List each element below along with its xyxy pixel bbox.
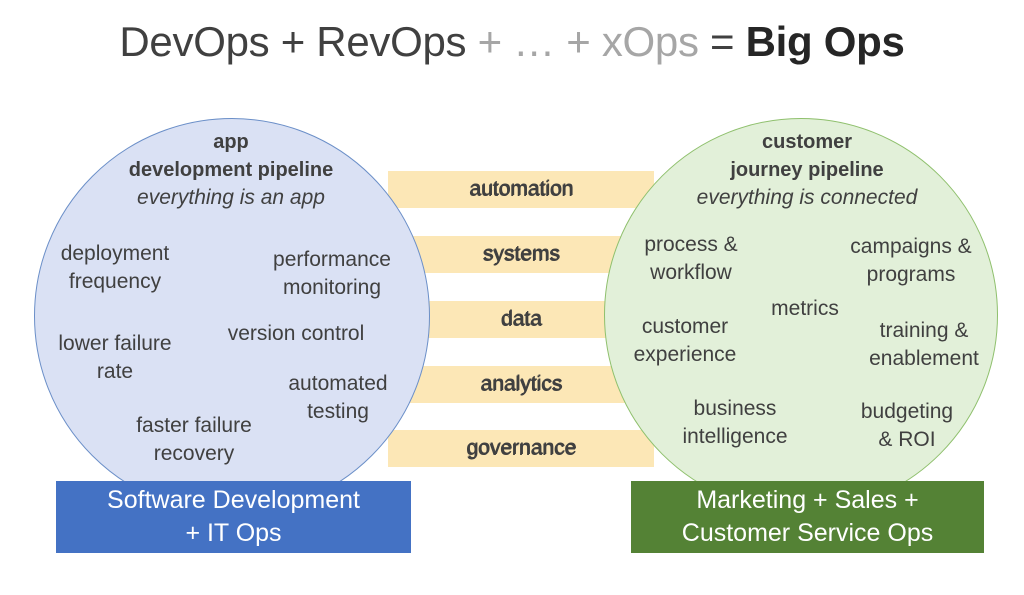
right-item-training-enablement: training & enablement — [848, 317, 1000, 373]
item-line2: rate — [96, 360, 134, 383]
right-item-customer-experience: customer experience — [614, 313, 756, 369]
item-line1: metrics — [771, 297, 839, 320]
diagram-title: DevOps + RevOps + … + xOps = Big Ops — [0, 14, 1024, 70]
right-item-business-intelligence: business intelligence — [662, 395, 808, 451]
item-line2: recovery — [153, 442, 235, 465]
right-item-metrics: metrics — [750, 295, 860, 323]
band-text-systems: systems — [483, 242, 561, 265]
left-heading-line1: app — [213, 131, 249, 153]
right-item-budgeting-roi: budgeting & ROI — [836, 398, 978, 454]
title-big-ops: Big Ops — [745, 18, 905, 65]
app-development-circle — [34, 118, 430, 514]
left-heading-line2: development pipeline — [128, 159, 334, 181]
left-item-automated-testing: automated testing — [262, 370, 414, 426]
box-line2: Customer Service Ops — [681, 519, 934, 547]
band-label: analytics — [480, 372, 562, 396]
left-item-faster-failure-recovery: faster failure recovery — [116, 412, 272, 468]
left-item-lower-failure-rate: lower failure rate — [40, 330, 190, 386]
band-label: governance — [466, 436, 576, 460]
item-line2: intelligence — [682, 425, 788, 448]
box-line1: Marketing + Sales + — [696, 486, 919, 514]
item-line1: business — [693, 397, 777, 420]
box-line1: Software Development — [107, 486, 360, 514]
item-line1: campaigns & — [850, 235, 972, 258]
left-item-performance-monitoring: performance monitoring — [250, 246, 414, 302]
band-governance: governance — [388, 430, 654, 467]
item-line2: monitoring — [282, 276, 382, 299]
band-label: systems — [482, 242, 560, 266]
band-systems: systems — [388, 236, 654, 273]
item-line2: frequency — [68, 270, 162, 293]
right-heading-line1: customer — [761, 131, 853, 153]
right-subtitle: everything is connected — [696, 186, 918, 209]
item-line2: programs — [866, 263, 956, 286]
item-line2: & ROI — [878, 428, 936, 451]
right-heading-line2: journey pipeline — [730, 159, 884, 181]
band-text-governance: governance — [467, 436, 577, 459]
left-subtitle: everything is an app — [137, 186, 325, 209]
customer-journey-circle — [604, 118, 998, 512]
item-line2: enablement — [869, 347, 979, 370]
item-line1: automated — [288, 372, 388, 395]
title-ellipsis-xops: + … + xOps — [466, 18, 699, 65]
band-analytics: analytics — [388, 366, 654, 403]
item-line1: training & — [879, 319, 969, 342]
item-line2: workflow — [650, 261, 732, 284]
band-text-data: data — [501, 307, 543, 330]
item-line1: performance — [273, 248, 391, 271]
right-item-campaigns-programs: campaigns & programs — [830, 233, 992, 289]
item-line1: budgeting — [860, 400, 954, 423]
band-label: data — [500, 307, 542, 331]
item-line1: customer — [641, 315, 729, 338]
item-line1: faster failure — [136, 414, 252, 437]
band-text-automation: automation — [470, 177, 574, 200]
item-line2: experience — [633, 343, 737, 366]
item-line1: version control — [227, 322, 365, 345]
item-line1: deployment — [60, 242, 170, 265]
left-item-version-control: version control — [208, 320, 384, 348]
band-text-analytics: analytics — [481, 372, 563, 395]
title-devops-revops: DevOps + RevOps — [119, 18, 467, 65]
title-equals: = — [698, 18, 746, 65]
item-line1: process & — [644, 233, 738, 256]
band-automation: automation — [388, 171, 654, 208]
band-label: automation — [469, 177, 573, 201]
item-line1: lower failure — [58, 332, 172, 355]
right-item-process-workflow: process & workflow — [624, 231, 758, 287]
software-development-it-ops-box: Software Development + IT Ops — [56, 481, 411, 553]
marketing-sales-service-ops-box: Marketing + Sales + Customer Service Ops — [631, 481, 984, 553]
item-line2: testing — [307, 400, 369, 423]
box-line2: + IT Ops — [185, 519, 282, 547]
left-item-deployment-frequency: deployment frequency — [40, 240, 190, 296]
